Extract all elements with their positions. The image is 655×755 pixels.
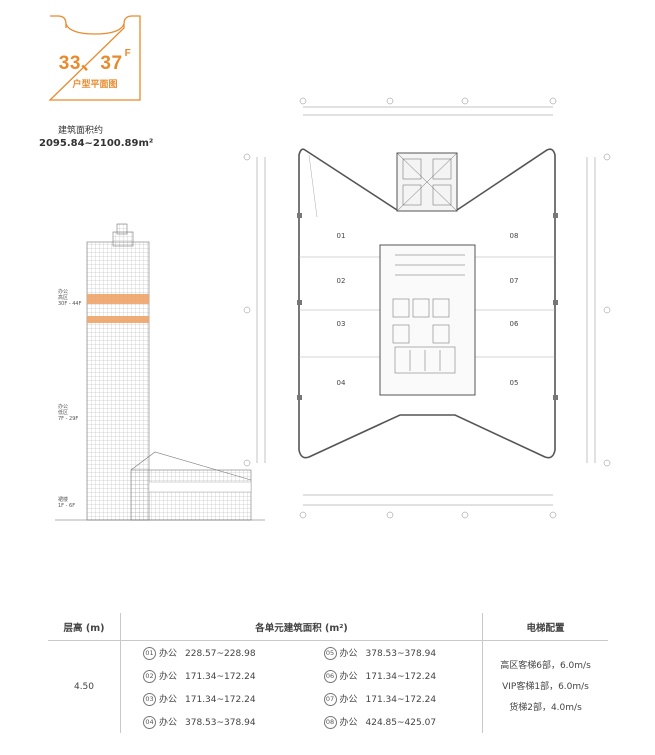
- header-floor-height: 层高 (m): [48, 613, 121, 641]
- area-label: 建筑面积约: [58, 126, 104, 136]
- header-elevators: 电梯配置: [482, 613, 608, 641]
- floor-plan-subtitle: 户型平面图: [72, 80, 118, 90]
- unit-label-02: 02: [336, 277, 346, 285]
- elevator-item: VIP客梯1部，6.0m/s: [502, 681, 589, 692]
- unit-label-03: 03: [336, 320, 346, 328]
- floor-badge-frame: [48, 15, 141, 101]
- unit-label-04: 04: [336, 379, 346, 387]
- unit-label-05: 05: [509, 379, 519, 387]
- unit-label-06: 06: [509, 320, 519, 328]
- area-value: 2095.84~2100.89m²: [39, 138, 154, 149]
- tower-elevation-drawing: [55, 223, 265, 521]
- unit-label-01: 01: [336, 232, 346, 240]
- elevator-item: 高区客梯6部，6.0m/s: [500, 660, 591, 671]
- floor-height-value: 4.50: [73, 682, 95, 692]
- header-unit-areas: 各单元建筑面积 (m²): [120, 613, 483, 641]
- floor-plan-drawing: [243, 97, 611, 519]
- unit-label-07: 07: [509, 277, 519, 285]
- elevator-item: 货梯2部，4.0m/s: [509, 702, 582, 713]
- unit-label-08: 08: [509, 232, 519, 240]
- elevator-list: 高区客梯6部，6.0m/s VIP客梯1部，6.0m/s 货梯2部，4.0m/s: [482, 640, 608, 733]
